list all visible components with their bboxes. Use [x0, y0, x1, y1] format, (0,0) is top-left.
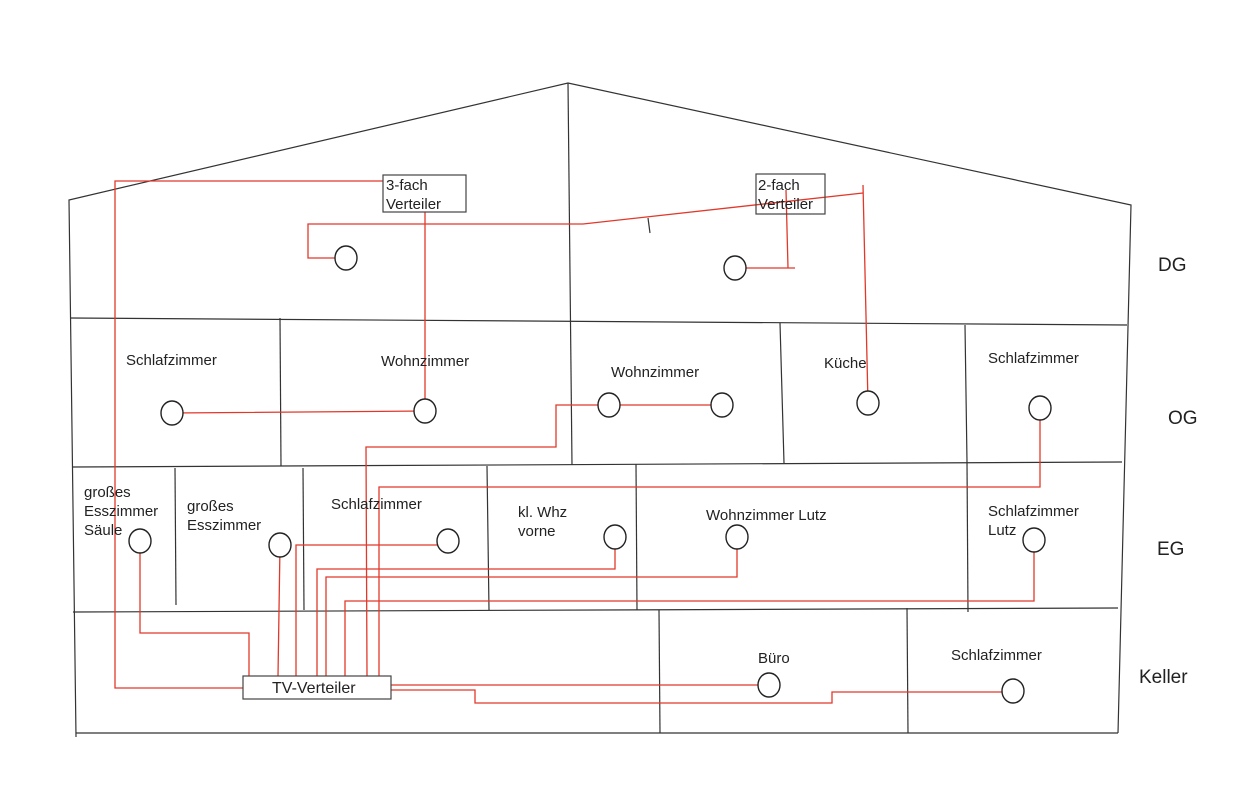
floor-label-dg: DG — [1158, 255, 1187, 276]
room-label: Schlafzimmer — [951, 647, 1042, 664]
wall — [486, 465, 490, 611]
wall — [302, 467, 305, 611]
wall — [174, 467, 177, 606]
tv-distributor-box — [242, 675, 392, 700]
cable — [391, 689, 1013, 704]
outlets — [128, 245, 1052, 704]
distributor-boxes — [242, 173, 826, 700]
tv-antenna-socket-icon — [603, 524, 627, 550]
center-wall — [567, 82, 573, 466]
building-walls — [68, 82, 1132, 738]
cable — [139, 541, 250, 676]
cables — [114, 180, 1041, 704]
tv-antenna-socket-icon — [413, 398, 437, 424]
wall — [779, 322, 785, 464]
room-label: Schlafzimmer — [126, 352, 217, 369]
wall — [279, 317, 282, 467]
three-way-splitter-box — [382, 174, 467, 213]
floor-label-keller: Keller — [1139, 667, 1188, 688]
wall-tick — [647, 217, 651, 234]
room-label: Wohnzimmer — [611, 364, 700, 381]
room-label: Wohnzimmer — [381, 353, 470, 370]
tv-antenna-socket-icon — [710, 392, 734, 418]
floor-line-eg-keller — [72, 607, 1119, 613]
two-way-splitter-label: 2-fach Verteiler — [758, 177, 814, 213]
tv-antenna-socket-icon — [1001, 678, 1025, 704]
room-label: Wohnzimmer Lutz — [706, 507, 827, 524]
room-label: Schlafzimmer — [331, 496, 422, 513]
cable — [316, 537, 616, 676]
tv-antenna-socket-icon — [725, 524, 749, 550]
room-label: Schlafzimmer — [988, 350, 1079, 367]
cable — [378, 408, 1041, 676]
cable — [114, 180, 383, 689]
cable — [307, 192, 864, 259]
wall — [964, 324, 968, 463]
cable — [295, 544, 448, 676]
floor-line-dg-og — [69, 317, 1128, 326]
wall — [658, 609, 661, 734]
three-way-splitter-label: 3-fach Verteiler — [386, 177, 442, 213]
cable — [277, 544, 281, 677]
tv-antenna-socket-icon — [160, 400, 184, 426]
room-label: kl. Whz vorne — [518, 504, 568, 540]
tv-antenna-socket-icon — [856, 390, 880, 416]
room-label: Schlafzimmer Lutz — [988, 503, 1079, 539]
room-label: großes Esszimmer — [187, 498, 262, 534]
tv-antenna-socket-icon — [723, 255, 747, 281]
tv-antenna-socket-icon — [436, 528, 460, 554]
tv-antenna-socket-icon — [334, 245, 358, 271]
room-label: Büro — [758, 650, 790, 667]
cable — [325, 537, 738, 676]
two-way-splitter-box — [755, 173, 826, 215]
tv-distributor-label: TV-Verteiler — [272, 680, 356, 697]
wall — [906, 607, 909, 734]
tv-antenna-socket-icon — [128, 528, 152, 554]
cable — [171, 212, 426, 414]
room-label: großes Esszimmer Säule — [84, 484, 159, 539]
room-label: Küche — [824, 355, 867, 372]
floor-label-og: OG — [1168, 408, 1198, 429]
tv-antenna-socket-icon — [1028, 395, 1052, 421]
cable — [735, 189, 795, 269]
wall — [966, 461, 969, 613]
tv-antenna-socket-icon — [268, 532, 292, 558]
wall — [635, 463, 638, 611]
floor-label-eg: EG — [1157, 539, 1185, 560]
cable — [344, 540, 1035, 676]
floor-line-og-eg — [71, 461, 1123, 468]
cable — [862, 184, 869, 404]
tv-antenna-socket-icon — [1022, 527, 1046, 553]
tv-antenna-socket-icon — [597, 392, 621, 418]
tv-antenna-socket-icon — [757, 672, 781, 698]
